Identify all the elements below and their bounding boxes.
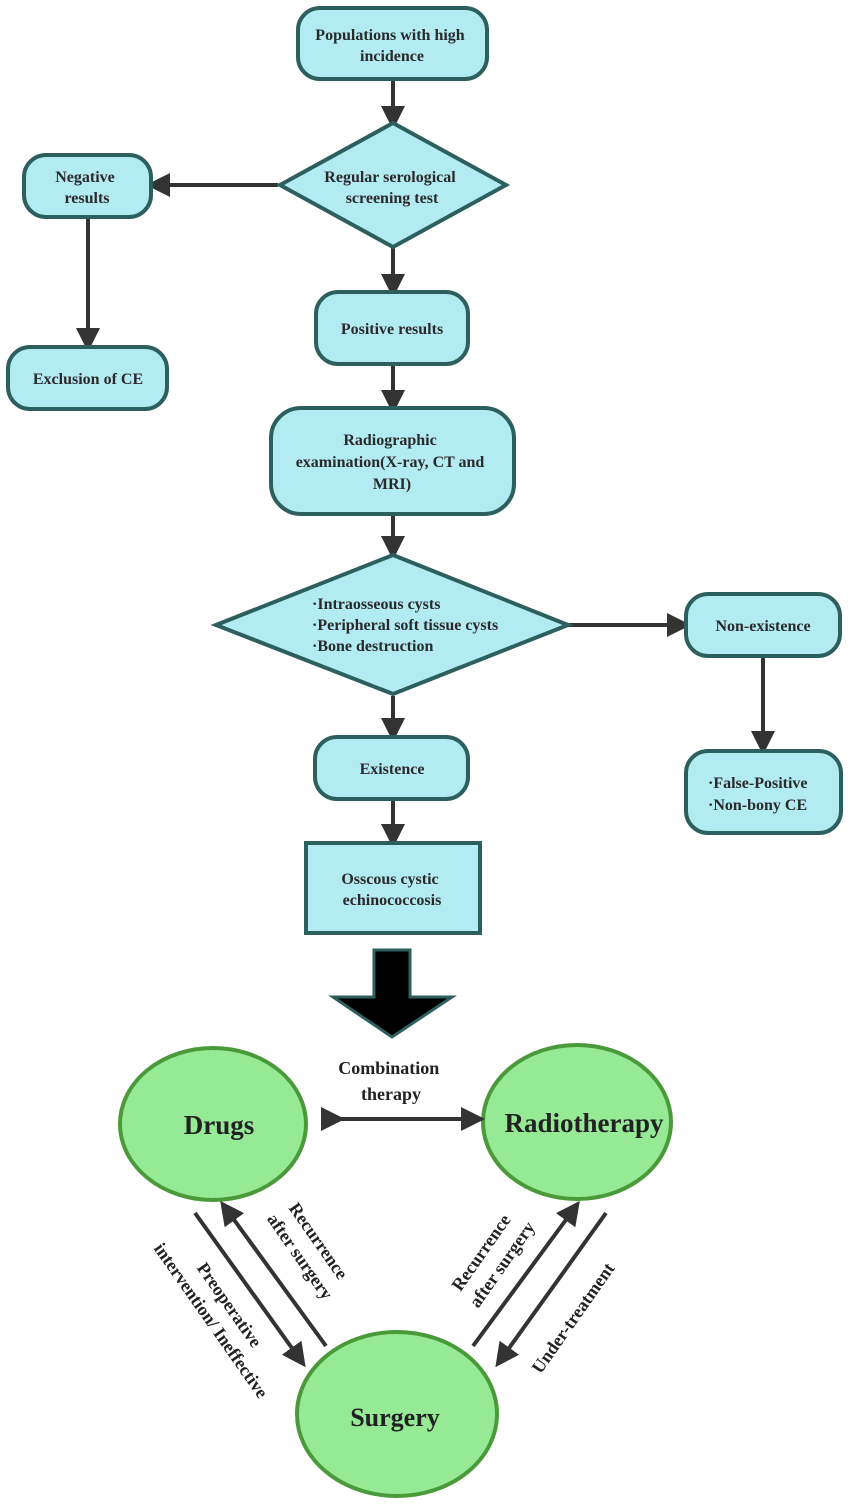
arrow-surgery-to-radiotherapy [471,1200,580,1348]
findings-line-3: ·Bone destruction [312,638,433,655]
therapy-arrows [193,1107,608,1368]
node-existence [313,735,470,801]
radiographic-line-1: Radiographic [343,432,436,449]
node-populations [296,6,489,81]
node-false-positive [684,749,843,835]
node-radiographic-text: Radiographic examination(X-ray, CT and M… [296,432,489,493]
node-false-positive-text: ·False-Positive ·Non-bony CE [708,775,812,814]
circle-surgery-label: Surgery [350,1403,440,1432]
label-under-treatment: Under-treatment [528,1259,619,1377]
node-radiographic [269,406,516,516]
node-populations-text: Populations with high incidence [315,27,468,65]
node-positive [314,290,470,366]
node-screening-text: Regular serological screening test [324,169,459,207]
radiographic-line-3: MRI) [373,476,411,493]
big-down-arrow [328,948,457,1039]
false-positive-line-2: ·Non-bony CE [708,797,807,814]
osseous-line-2: echinococcosis [343,892,442,909]
screening-line-1: Regular serological [324,169,456,186]
osseous-line-1: Osscous cystic [341,871,438,888]
node-existence-text: Existence [360,761,425,778]
circle-surgery [295,1330,499,1498]
findings-line-2: ·Peripheral soft tissue cysts [312,617,498,634]
combination-line-2: therapy [361,1084,421,1104]
label-recurrence-left: Recurrence after surgery [263,1196,356,1303]
node-osseous-text: Osscous cystic echinococcosis [341,871,442,909]
node-findings [210,552,574,697]
node-non-existence [684,592,842,658]
screening-line-2: screening test [346,190,439,207]
label-combination-therapy: Combination therapy [338,1058,444,1104]
negative-line-2: results [64,190,109,207]
circle-drugs [118,1046,308,1202]
node-negative [22,153,153,219]
radiographic-line-2: examination(X-ray, CT and [296,454,485,471]
findings-line-1: ·Intraosseous cysts [312,596,440,613]
node-exclusion-text: Exclusion of CE [33,371,143,388]
node-non-existence-text: Non-existence [715,618,810,635]
node-screening [275,120,511,250]
node-exclusion [6,345,169,411]
circle-radiotherapy-label: Radiotherapy [504,1108,664,1138]
node-findings-text: ·Intraosseous cysts ·Peripheral soft tis… [312,596,502,655]
populations-line-2: incidence [360,48,424,65]
node-osseous [304,841,482,935]
negative-line-1: Negative [55,169,115,186]
flow-arrows [76,80,775,848]
label-recurrence-right: Recurrence after surgery [445,1204,538,1311]
node-positive-text: Positive results [341,321,443,338]
combination-line-1: Combination [338,1058,439,1078]
node-negative-text: Negative results [55,169,119,207]
arrow-drugs-to-surgery [193,1211,306,1368]
false-positive-line-1: ·False-Positive [708,775,808,792]
arrow-radiotherapy-to-surgery [495,1211,608,1368]
arrow-surgery-to-drugs [220,1200,328,1348]
circle-drugs-label: Drugs [184,1110,255,1140]
populations-line-1: Populations with high [315,27,464,44]
